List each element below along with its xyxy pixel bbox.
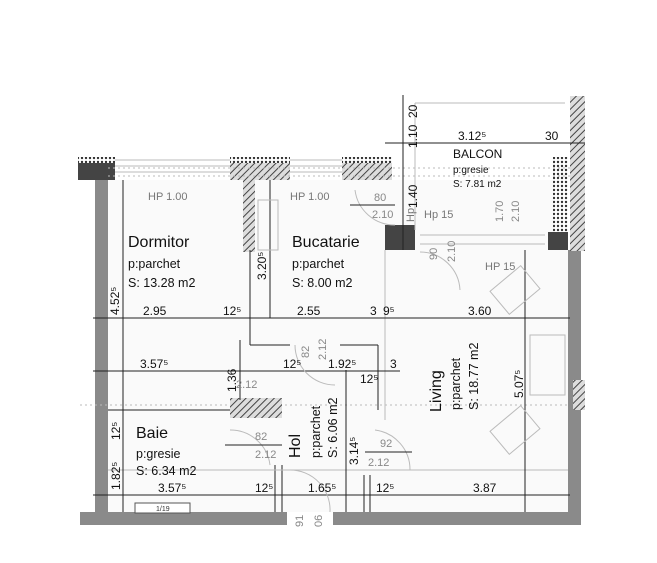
floor-area: [108, 180, 568, 512]
door-width: 92: [380, 438, 392, 450]
door-width: 82: [255, 431, 267, 443]
dimension-lines: [93, 95, 585, 512]
dim-label: 1.36: [225, 368, 239, 392]
dim-label: 4.52⁵: [108, 287, 122, 315]
room-name-bucatarie: Bucatarie: [292, 234, 360, 251]
dim-label: 3.14⁵: [347, 437, 361, 465]
dim-label: 3.20⁵: [255, 252, 269, 280]
room-name-dormitor: Dormitor: [128, 234, 190, 251]
window-height: 2.10: [510, 201, 522, 222]
furniture: [134, 199, 566, 514]
balcon-hp-vertical: Hp: [405, 208, 417, 222]
dim-label: 12⁵: [109, 422, 123, 440]
room-floor-bucatarie: p:parchet: [292, 257, 345, 271]
dim-label: 12⁵: [223, 304, 241, 318]
room-floor-hol: p:parchet: [309, 405, 323, 458]
dim-label: 3.57⁵: [140, 357, 168, 371]
door-height: 06: [313, 515, 325, 527]
door-height: 2.12: [255, 449, 276, 461]
room-area-dormitor: S: 13.28 m2: [128, 276, 195, 290]
dim-label: 3.60: [468, 304, 492, 318]
room-name-baie: Baie: [136, 425, 168, 442]
bucatarie-hp: HP 1.00: [290, 191, 330, 203]
dim-label: 12⁵: [283, 357, 301, 371]
dim-label: 1.92⁵: [328, 357, 356, 371]
dim-label: 3.57⁵: [158, 481, 186, 495]
door-width: 91: [294, 515, 306, 527]
room-area-balcon: S: 7.81 m2: [453, 179, 502, 190]
room-floor-dormitor: p:parchet: [128, 257, 181, 271]
room-floor-baie: p:gresie: [136, 447, 181, 461]
door-height: 2.12: [236, 379, 257, 391]
door-width: 80: [374, 192, 386, 204]
interior-walls: [108, 180, 568, 512]
room-name-living: Living: [428, 370, 445, 412]
dim-label: 12⁵: [255, 481, 273, 495]
door-swings: [229, 189, 461, 513]
room-floor-balcon: p:gresie: [453, 165, 489, 176]
room-area-baie: S: 6.34 m2: [136, 464, 196, 478]
door-height: 2.12: [368, 457, 389, 469]
dim-label: 12⁵: [376, 481, 394, 495]
dim-label: 2.95: [143, 304, 167, 318]
room-name-balcon: BALCON: [453, 147, 502, 161]
door-height: 2.10: [372, 209, 393, 221]
scale-label: 1/19: [156, 506, 170, 513]
room-area-hol: S: 6.06 m2: [326, 398, 340, 458]
dim-label: 3: [370, 304, 377, 318]
room-area-living: S: 18.77 m2: [467, 343, 481, 410]
dim-label: 3.87: [473, 481, 497, 495]
room-area-bucatarie: S: 8.00 m2: [292, 276, 352, 290]
room-floor-living: p:parchet: [449, 357, 463, 410]
living-hp: HP 15: [485, 261, 515, 273]
exterior-walls: [78, 96, 585, 525]
door-height: 2.10: [446, 241, 458, 262]
dim-label: 3.12⁵: [458, 129, 486, 143]
window-height: 1.70: [494, 201, 506, 222]
dim-label: 9⁵: [383, 304, 395, 318]
dim-label: 1.40: [406, 184, 420, 208]
balcon-hp: Hp 15: [424, 209, 453, 221]
dim-label: 3: [390, 357, 397, 371]
dim-label: 5.07⁵: [512, 370, 526, 398]
dim-label: 12⁵: [360, 372, 378, 386]
dim-label: 20: [406, 104, 420, 118]
door-height: 2.12: [317, 339, 329, 360]
door-width: 82: [300, 346, 312, 358]
dim-label: 1.65⁵: [308, 481, 336, 495]
room-name-hol: Hol: [287, 434, 304, 458]
dim-label: 2.55: [297, 304, 321, 318]
dormitor-hp: HP 1.00: [148, 191, 188, 203]
dim-label: 1.82⁵: [109, 462, 123, 490]
dim-label: 1.10: [406, 124, 420, 148]
door-width: 90: [428, 248, 440, 260]
dim-label: 30: [545, 129, 559, 143]
